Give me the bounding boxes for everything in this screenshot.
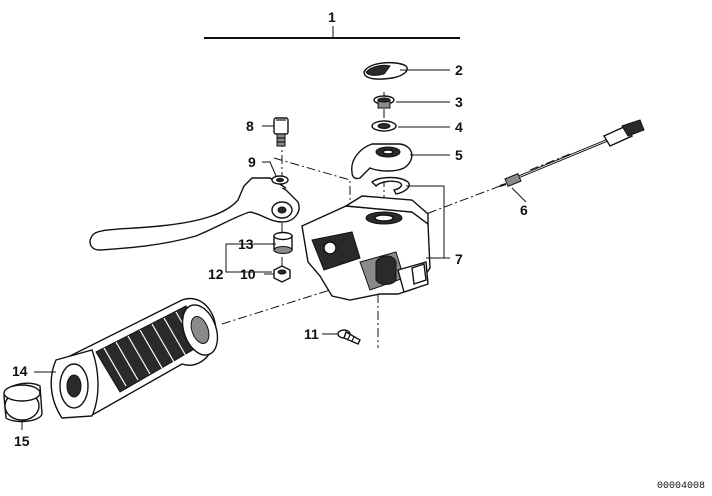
part-adjusting-screw [273,117,289,147]
callout-8: 8 [246,118,254,134]
part-housing [301,195,431,301]
callout-labels: 2 3 4 5 6 7 8 9 10 11 12 13 14 15 [12,62,528,449]
part-end-cap [3,382,43,423]
part-washer-top [371,120,397,132]
part-cable-plug [499,119,645,187]
callout-4: 4 [455,119,463,135]
part-adjuster-lever [351,143,413,180]
callout-14: 14 [12,363,28,379]
callout-5: 5 [455,147,463,163]
callout-10: 10 [240,266,256,282]
callout-2: 2 [455,62,463,78]
part-bolt-11 [337,329,361,345]
part-cap [363,61,408,80]
assembly-number: 1 [328,9,336,25]
callout-6: 6 [520,202,528,218]
callout-12: 12 [208,266,224,282]
part-bushing [273,231,293,254]
assembly-header: 1 [204,9,460,39]
callout-9: 9 [248,154,256,170]
part-nut-9 [271,175,289,185]
part-grip [50,297,219,419]
callout-15: 15 [14,433,30,449]
reference-code: 00004008 [657,481,705,492]
part-brake-lever [89,177,300,251]
part-nut-10 [273,265,291,283]
part-screw-top [373,95,395,109]
callout-13: 13 [238,236,254,252]
part-circlip [370,176,410,195]
callout-3: 3 [455,94,463,110]
callout-leaders [21,69,527,430]
callout-7: 7 [455,251,463,267]
callout-11: 11 [304,326,319,342]
